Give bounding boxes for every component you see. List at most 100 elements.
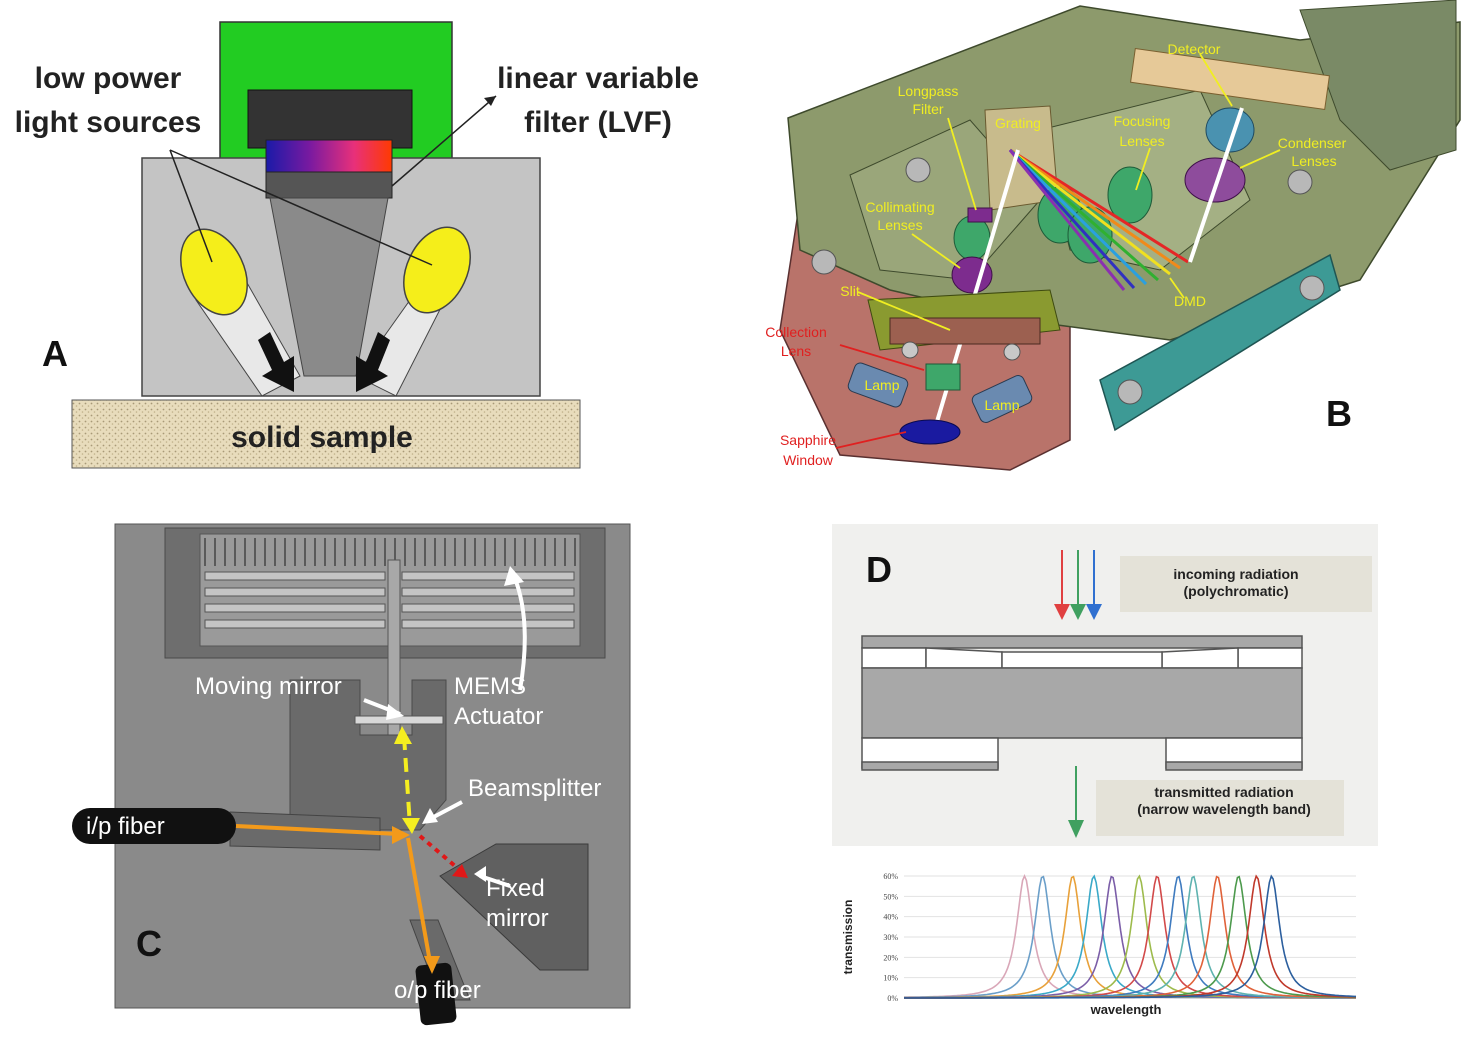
chart-xlabel: wavelength [1090, 1002, 1162, 1017]
label-sapphire-1: Sapphire [780, 432, 836, 448]
label-condenser-2: Lenses [1291, 153, 1336, 169]
label-lamp-right: Lamp [984, 397, 1019, 413]
panel-c-figure: Moving mirror MEMS Actuator Beamsplitter… [72, 523, 631, 1026]
panel-d: D incoming radiation (polychromatic) [740, 500, 1476, 1037]
label-detector: Detector [1168, 41, 1221, 57]
y-tick-label: 50% [883, 892, 898, 901]
sapphire-window [899, 419, 961, 445]
label-slit: Slit [840, 283, 860, 299]
panel-letter-c: C [136, 923, 162, 964]
label-mems-2: Actuator [454, 703, 543, 730]
chart-series-group [904, 873, 1357, 999]
label-moving-mirror: Moving mirror [195, 673, 342, 700]
spectrum-rays [1008, 148, 1189, 291]
label-longpass-2: Filter [912, 101, 943, 117]
label-ip-fiber: i/p fiber [86, 813, 165, 840]
beam-input-head [392, 826, 410, 844]
label-mems-1: MEMS [454, 673, 526, 700]
y-tick-label: 0% [887, 994, 898, 1003]
panel-d-figure: D incoming radiation (polychromatic) [832, 524, 1378, 1017]
focusing-lens-3 [1107, 166, 1153, 224]
y-tick-label: 20% [883, 953, 898, 962]
y-tick-label: 30% [883, 933, 898, 942]
label-longpass-1: Longpass [898, 83, 959, 99]
pointer-lvf [391, 95, 497, 187]
slit-bar [889, 317, 1041, 345]
beam-input [235, 824, 399, 836]
beam-moving-down [402, 818, 420, 834]
label-pointers-red [835, 344, 925, 449]
lamp-left-body [847, 362, 909, 408]
label-beamsplitter: Beamsplitter [468, 775, 601, 802]
lamp-left [180, 228, 248, 316]
beam-output [406, 837, 432, 963]
chart-ylabel: transmission [841, 900, 855, 975]
beam-moving-mirror [402, 735, 412, 827]
lamp-right-body [971, 375, 1033, 423]
panel-a-figure: low power light sources linear variable … [15, 21, 699, 469]
label-sample: solid sample [231, 421, 413, 454]
detector-block [247, 89, 413, 149]
incoming-line1: incoming radiation [1173, 566, 1298, 582]
label-fixed-2: mirror [486, 905, 549, 932]
pointer-sources-left [169, 149, 213, 263]
y-tick-label: 10% [883, 974, 898, 983]
transmission-peak-13 [904, 874, 1356, 999]
label-dmd: DMD [1174, 293, 1206, 309]
detector-bar [1130, 47, 1330, 111]
panel-letter-a: A [42, 333, 68, 374]
y-tick-label: 40% [883, 913, 898, 922]
screw-5 [1299, 275, 1325, 301]
beam-detector [1188, 107, 1244, 263]
chart-y-ticks: 0% 10% 20% 30% 40% 50% 60% [883, 872, 898, 1003]
label-fixed-1: Fixed [486, 875, 545, 902]
panel-letter-d: D [866, 549, 892, 590]
label-lvf-1: linear variable [497, 62, 699, 95]
beam-output-head [424, 956, 440, 974]
lamp-right [403, 226, 471, 314]
panel-c: Moving mirror MEMS Actuator Beamsplitter… [0, 500, 740, 1037]
label-condenser-1: Condenser [1278, 135, 1347, 151]
label-grating: Grating [995, 115, 1041, 131]
label-sources-2: light sources [15, 106, 202, 139]
actuator-springs [204, 571, 575, 629]
condenser-lens-1 [1205, 107, 1255, 153]
beam-moving-up [394, 726, 412, 744]
label-pointers [857, 53, 1281, 331]
solid-sample [71, 399, 581, 469]
screw-2 [1287, 169, 1313, 195]
panel-b: Detector Longpass Filter Grating Focusin… [740, 0, 1470, 480]
arrow-left [258, 332, 294, 392]
beam-fixed-head [452, 864, 468, 878]
side-panel-right [1299, 0, 1457, 171]
label-lamp-left: Lamp [864, 377, 899, 393]
label-collection-2: Lens [781, 343, 811, 359]
condenser-lens-2 [1184, 157, 1246, 203]
filter-structure [861, 635, 1303, 771]
pointer-sources-right [169, 149, 433, 266]
panel-a: low power light sources linear variable … [0, 0, 730, 480]
incoming-line2: (polychromatic) [1183, 583, 1288, 599]
y-tick-label: 60% [883, 872, 898, 881]
label-sapphire-2: Window [783, 452, 834, 468]
output-fiber [415, 962, 457, 1026]
transmitted-line1: transmitted radiation [1154, 784, 1293, 800]
transmitted-line2: (narrow wavelength band) [1137, 801, 1310, 817]
longpass-filter [967, 207, 993, 223]
panel-b-figure: Detector Longpass Filter Grating Focusin… [765, 0, 1461, 471]
panel-letter-b: B [1326, 393, 1352, 434]
label-lvf-2: filter (LVF) [524, 106, 672, 139]
moving-mirror [354, 715, 444, 725]
label-focusing-1: Focusing [1114, 113, 1171, 129]
label-collimating-1: Collimating [865, 199, 934, 215]
transmitted-box [1096, 780, 1344, 836]
arrow-right [356, 332, 390, 392]
label-sources-1: low power [35, 62, 182, 95]
screw-6 [901, 341, 919, 359]
teal-plate [1099, 253, 1341, 432]
lvf-filter [265, 139, 393, 173]
screw-3 [811, 249, 837, 275]
incoming-box [1120, 556, 1372, 612]
label-focusing-2: Lenses [1119, 133, 1164, 149]
input-fiber [72, 808, 236, 844]
